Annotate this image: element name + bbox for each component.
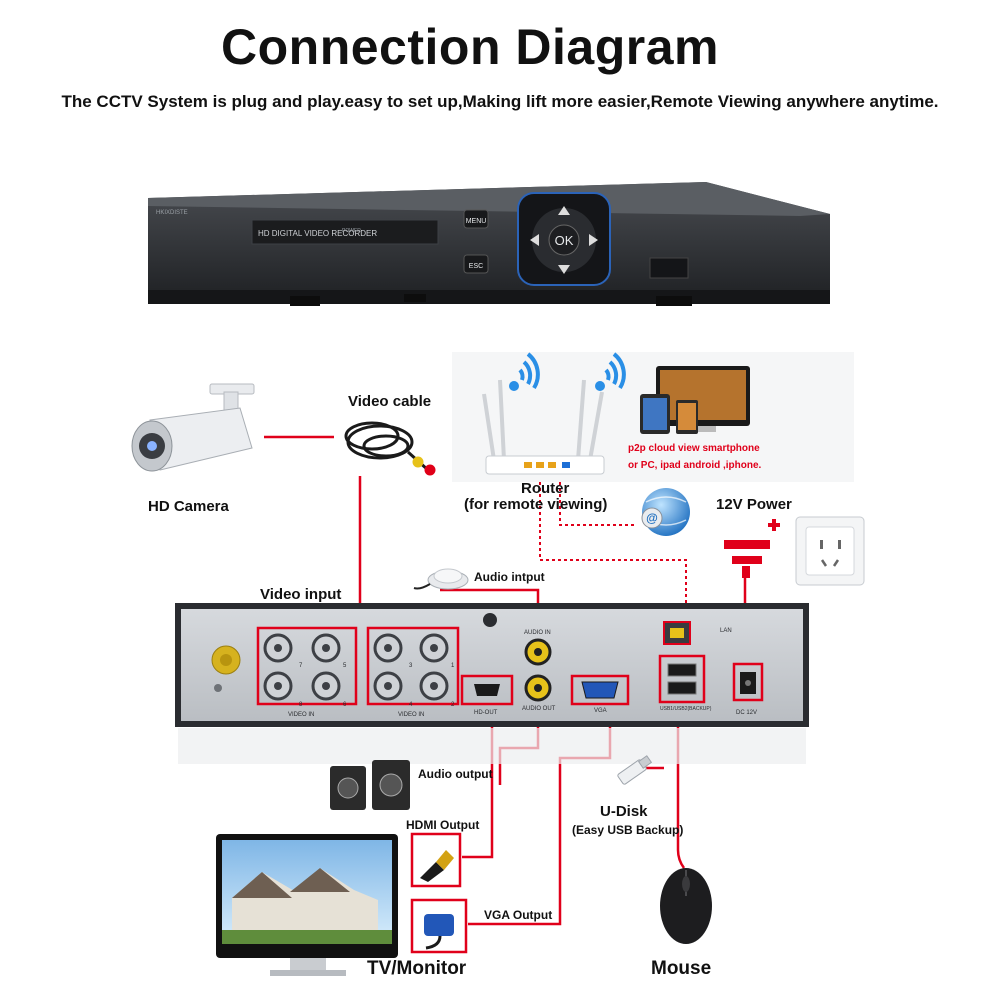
dc-port-label: DC 12V [736,710,757,716]
udisk-label: U-Disk [600,803,648,820]
speakers-image [330,760,410,810]
port-number: 3 [409,663,413,669]
lan-port-label: LAN [720,628,732,634]
dvr-rear-labels: VIDEO IN VIDEO IN AUDIO IN AUDIO OUT HD-… [288,628,757,718]
dvr-brand-text: HKIXDISTE [156,210,188,216]
wifi-icon-right [595,352,626,391]
port-number: 4 [409,702,413,708]
port-number: 5 [343,663,347,669]
svg-text:@: @ [646,511,658,525]
tv-monitor-image [216,834,398,976]
dvr-panel-text: HD DIGITAL VIDEO RECORDER [258,229,377,238]
hdmi-output-label: HDMI Output [406,818,480,832]
dvr-power-text: POWER [342,228,361,234]
port-number: 1 [451,663,455,669]
usb-port-label: USB1/USB2(BACKUP) [660,706,712,712]
audio-output-label: Audio output [418,767,493,781]
hd-camera-label: HD Camera [148,498,229,515]
power-socket-image [795,516,865,586]
ok-button-label: OK [555,233,574,248]
video-input-label: Video input [260,586,342,603]
audio-input-label: Audio intput [474,570,545,584]
page-subtitle: The CCTV System is plug and play.easy to… [61,92,939,111]
hdmi-cable-image [410,832,462,888]
hd-camera-image [131,383,255,472]
remote-devices-image [640,366,750,434]
tv-monitor-label: TV/Monitor [367,958,467,979]
page-title: Connection Diagram [221,19,719,75]
hd-out-label: HD-OUT [474,710,498,716]
udisk-sublabel: (Easy USB Backup) [572,823,684,837]
port-number: 8 [299,702,303,708]
vga-port-label: VGA [594,708,607,714]
audio-in-label: AUDIO IN [524,630,551,636]
power-label: 12V Power [716,496,792,513]
dc-power-symbol-icon [724,519,780,578]
port-number: 6 [343,702,347,708]
menu-button-label: MENU [466,218,487,225]
microphone-image [413,568,469,590]
mouse-label: Mouse [651,958,712,979]
dvr-front-labels: HKIXDISTE HD DIGITAL VIDEO RECORDER POWE… [156,210,574,270]
dvr-front-unit [148,182,830,306]
p2p-line-1: p2p cloud view smartphone [628,443,760,454]
port-number: 2 [451,702,455,708]
video-in-label-1: VIDEO IN [288,712,314,718]
video-in-label-2: VIDEO IN [398,712,424,718]
wifi-icon-left [509,352,540,391]
vga-cable-image [410,898,468,954]
router-sublabel: (for remote viewing) [464,496,608,513]
p2p-line-2: or PC, ipad android ,iphone. [628,460,762,471]
router-label: Router [521,480,570,497]
esc-button-label: ESC [469,263,483,270]
usb-disk-image [617,755,653,785]
video-cable-image [344,421,436,476]
internet-dotted-wire [559,470,636,526]
video-cable-label: Video cable [348,393,432,410]
mouse-image [660,849,712,944]
audio-out-label: AUDIO OUT [522,706,556,712]
router-lan-dotted-wire [539,470,687,630]
vga-output-label: VGA Output [484,908,553,922]
port-number: 7 [299,663,303,669]
internet-globe-icon: @ [641,488,690,536]
dvr-rear-panel [175,603,809,764]
